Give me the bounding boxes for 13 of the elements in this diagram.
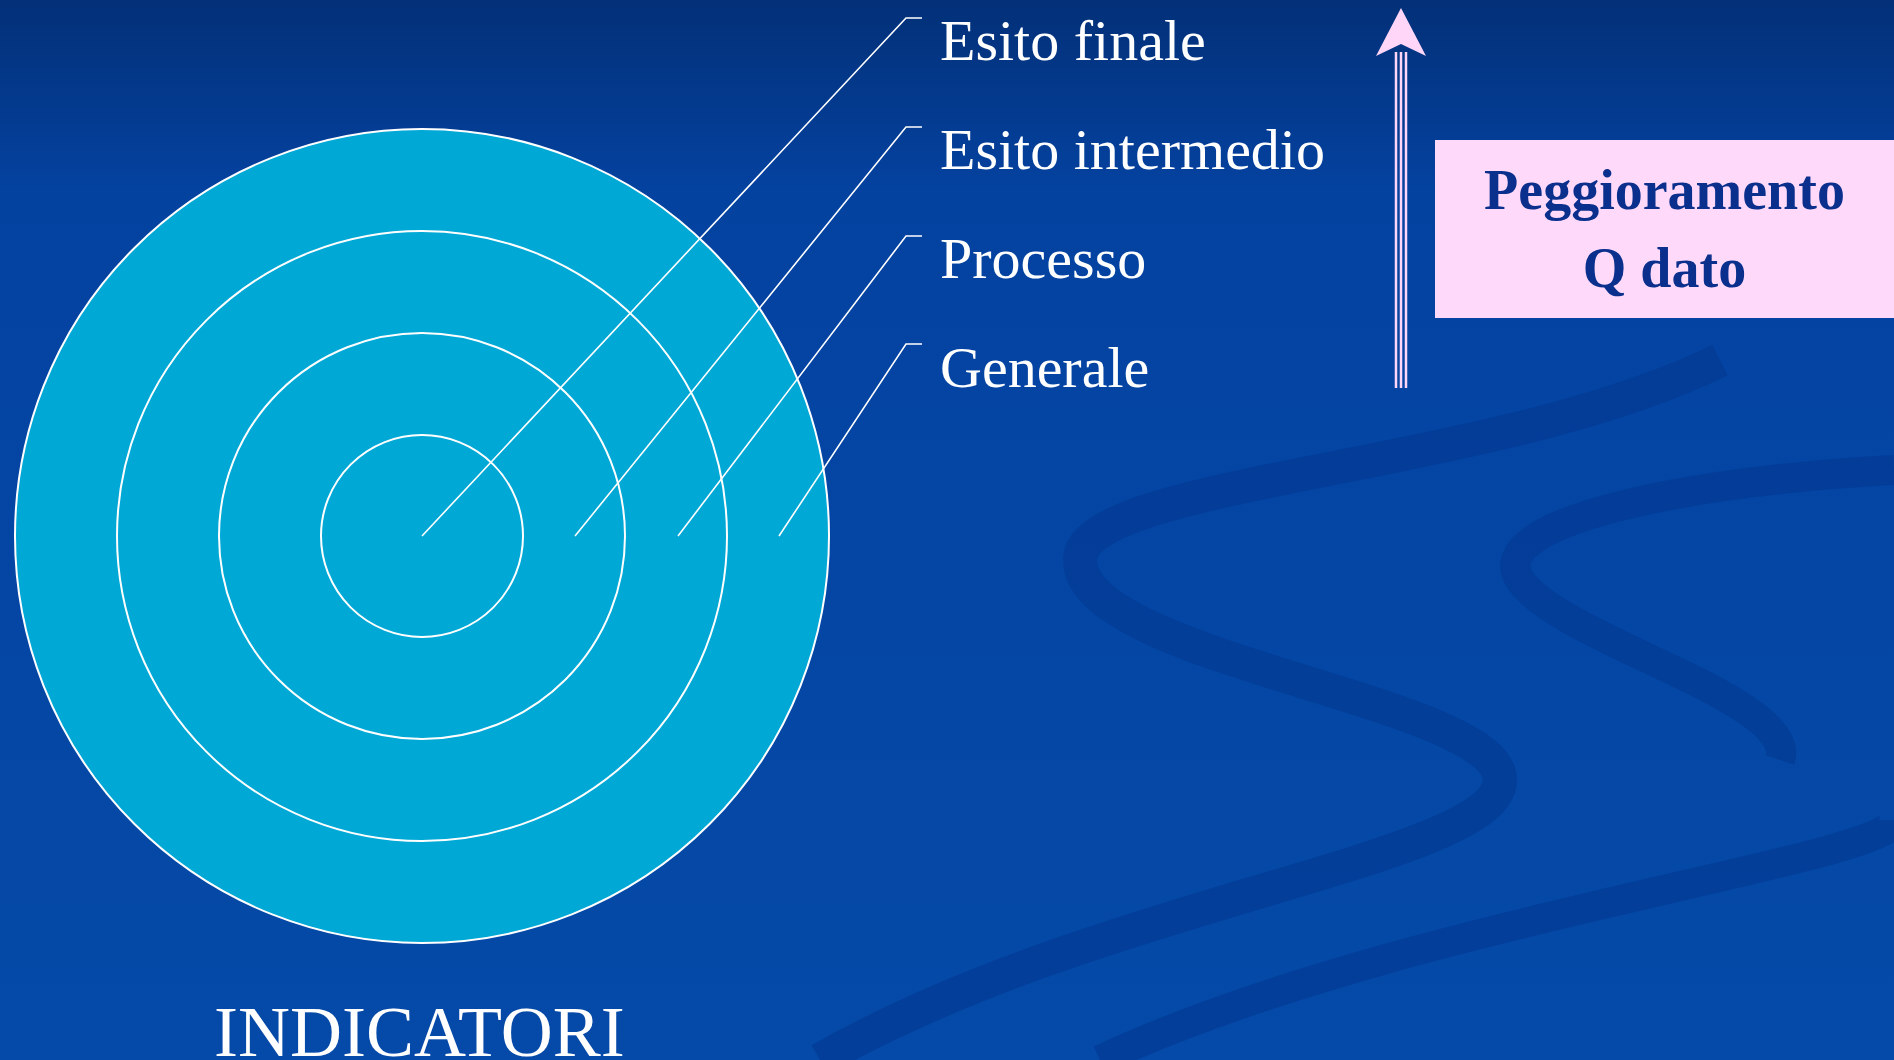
note-box: Peggioramento Q dato xyxy=(1435,140,1894,318)
diagram-caption: INDICATORI xyxy=(214,996,625,1060)
ring-circle xyxy=(116,230,728,842)
level-label: Generale xyxy=(940,339,1150,397)
level-label: Processo xyxy=(940,230,1147,288)
leader-line xyxy=(421,17,923,537)
leader-line xyxy=(574,126,923,537)
level-label: Esito finale xyxy=(940,12,1206,70)
level-label: Esito intermedio xyxy=(940,121,1325,179)
leader-line xyxy=(677,235,923,537)
ring-circle xyxy=(218,332,626,740)
ring-circle xyxy=(320,434,524,638)
leader-line xyxy=(778,343,923,537)
